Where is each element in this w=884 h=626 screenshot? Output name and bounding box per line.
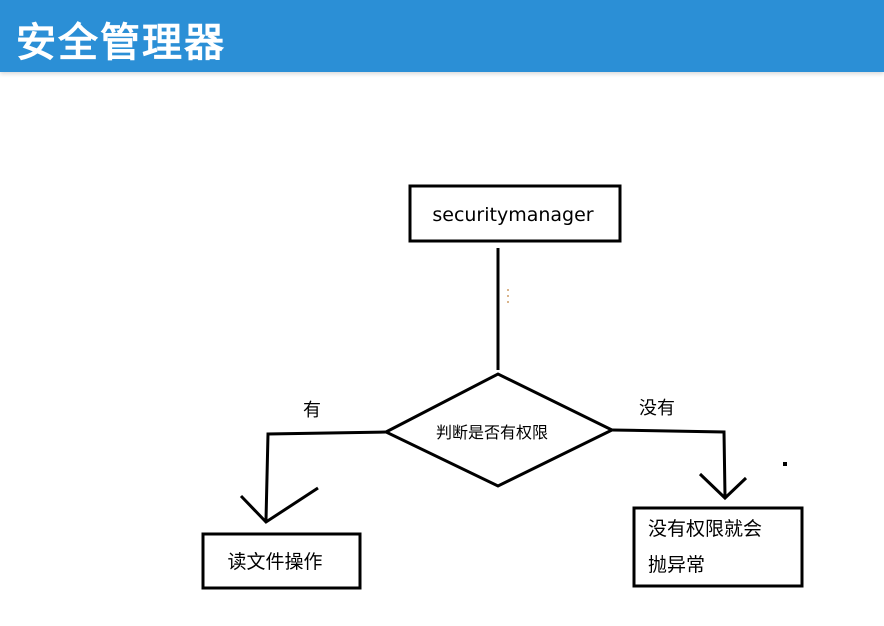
- read-file-box: [201, 532, 362, 590]
- decision-label: 判断是否有权限: [436, 423, 548, 442]
- yes-branch: 有: [239, 400, 387, 524]
- throw-exception-label-line2: 抛异常: [648, 554, 705, 576]
- dotted-marker: [507, 289, 509, 303]
- no-label: 没有: [639, 398, 675, 419]
- yes-arrowhead: [239, 486, 319, 524]
- security-manager-node: securitymanager: [408, 184, 622, 243]
- stray-dot: [783, 462, 787, 466]
- no-connector: [611, 428, 727, 497]
- read-file-label: 读文件操作: [227, 551, 322, 573]
- security-manager-label: securitymanager: [432, 204, 593, 226]
- throw-exception-box: [632, 506, 804, 588]
- throw-exception-label-line1: 没有权限就会: [648, 518, 762, 540]
- security-manager-box: [408, 184, 622, 243]
- throw-exception-node: 没有权限就会 抛异常: [632, 506, 804, 588]
- decision-node: 判断是否有权限: [382, 372, 616, 488]
- no-arrowhead: [698, 472, 748, 501]
- read-file-node: 读文件操作: [201, 532, 362, 590]
- title-bar: 安全管理器: [0, 0, 884, 72]
- page-title: 安全管理器: [16, 20, 226, 66]
- no-branch: 没有: [611, 398, 748, 501]
- yes-label: 有: [303, 400, 321, 421]
- yes-connector: [264, 430, 387, 521]
